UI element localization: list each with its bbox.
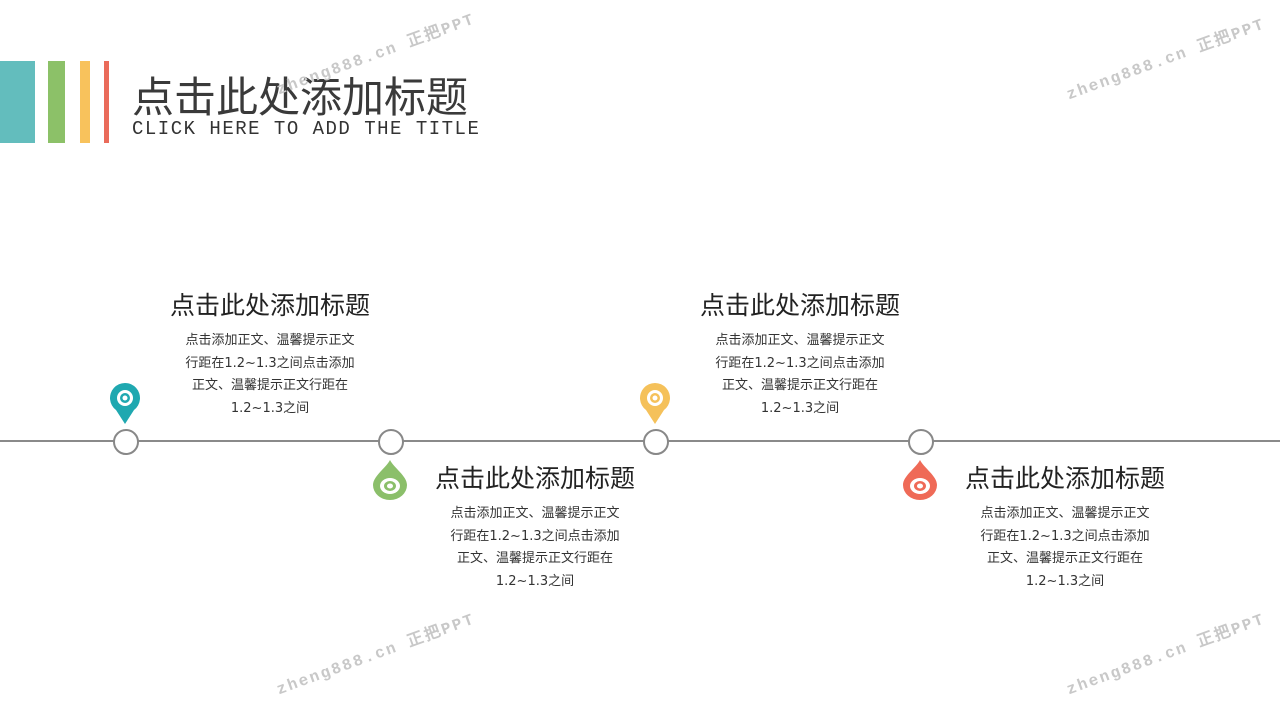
- timeline-item: 点击此处添加标题 点击添加正文、温馨提示正文行距在1.2~1.3之间点击添加正文…: [935, 459, 1195, 593]
- accent-bar-green: [48, 61, 65, 143]
- drop-pin-icon: [373, 460, 407, 500]
- watermark: zheng888.cn 正把PPT: [1064, 15, 1268, 105]
- item-body[interactable]: 点击添加正文、温馨提示正文行距在1.2~1.3之间点击添加正文、温馨提示正文行距…: [980, 506, 1150, 589]
- map-pin-icon: [110, 383, 140, 424]
- item-title[interactable]: 点击此处添加标题: [964, 464, 1165, 493]
- item-title[interactable]: 点击此处添加标题: [699, 291, 900, 320]
- item-title[interactable]: 点击此处添加标题: [169, 291, 370, 320]
- timeline-node: [643, 429, 669, 455]
- map-pin-icon: [640, 383, 670, 424]
- timeline-item: 点击此处添加标题 点击添加正文、温馨提示正文行距在1.2~1.3之间点击添加正文…: [670, 286, 930, 420]
- item-body[interactable]: 点击添加正文、温馨提示正文行距在1.2~1.3之间点击添加正文、温馨提示正文行距…: [185, 333, 355, 416]
- drop-pin-icon: [903, 460, 937, 500]
- timeline-node: [908, 429, 934, 455]
- item-body[interactable]: 点击添加正文、温馨提示正文行距在1.2~1.3之间点击添加正文、温馨提示正文行距…: [715, 333, 885, 416]
- page-title[interactable]: 点击此处添加标题: [132, 73, 469, 122]
- timeline-line: [0, 440, 1280, 442]
- accent-bar-yellow: [80, 61, 90, 143]
- timeline-node: [378, 429, 404, 455]
- timeline-item: 点击此处添加标题 点击添加正文、温馨提示正文行距在1.2~1.3之间点击添加正文…: [140, 286, 400, 420]
- page-subtitle[interactable]: CLICK HERE TO ADD THE TITLE: [132, 118, 481, 140]
- accent-bar-red: [104, 61, 109, 143]
- accent-bar-teal: [0, 61, 35, 143]
- item-body[interactable]: 点击添加正文、温馨提示正文行距在1.2~1.3之间点击添加正文、温馨提示正文行距…: [450, 506, 620, 589]
- timeline-item: 点击此处添加标题 点击添加正文、温馨提示正文行距在1.2~1.3之间点击添加正文…: [405, 459, 665, 593]
- item-title[interactable]: 点击此处添加标题: [434, 464, 635, 493]
- watermark: zheng888.cn 正把PPT: [274, 610, 478, 700]
- timeline-node: [113, 429, 139, 455]
- watermark: zheng888.cn 正把PPT: [1064, 610, 1268, 700]
